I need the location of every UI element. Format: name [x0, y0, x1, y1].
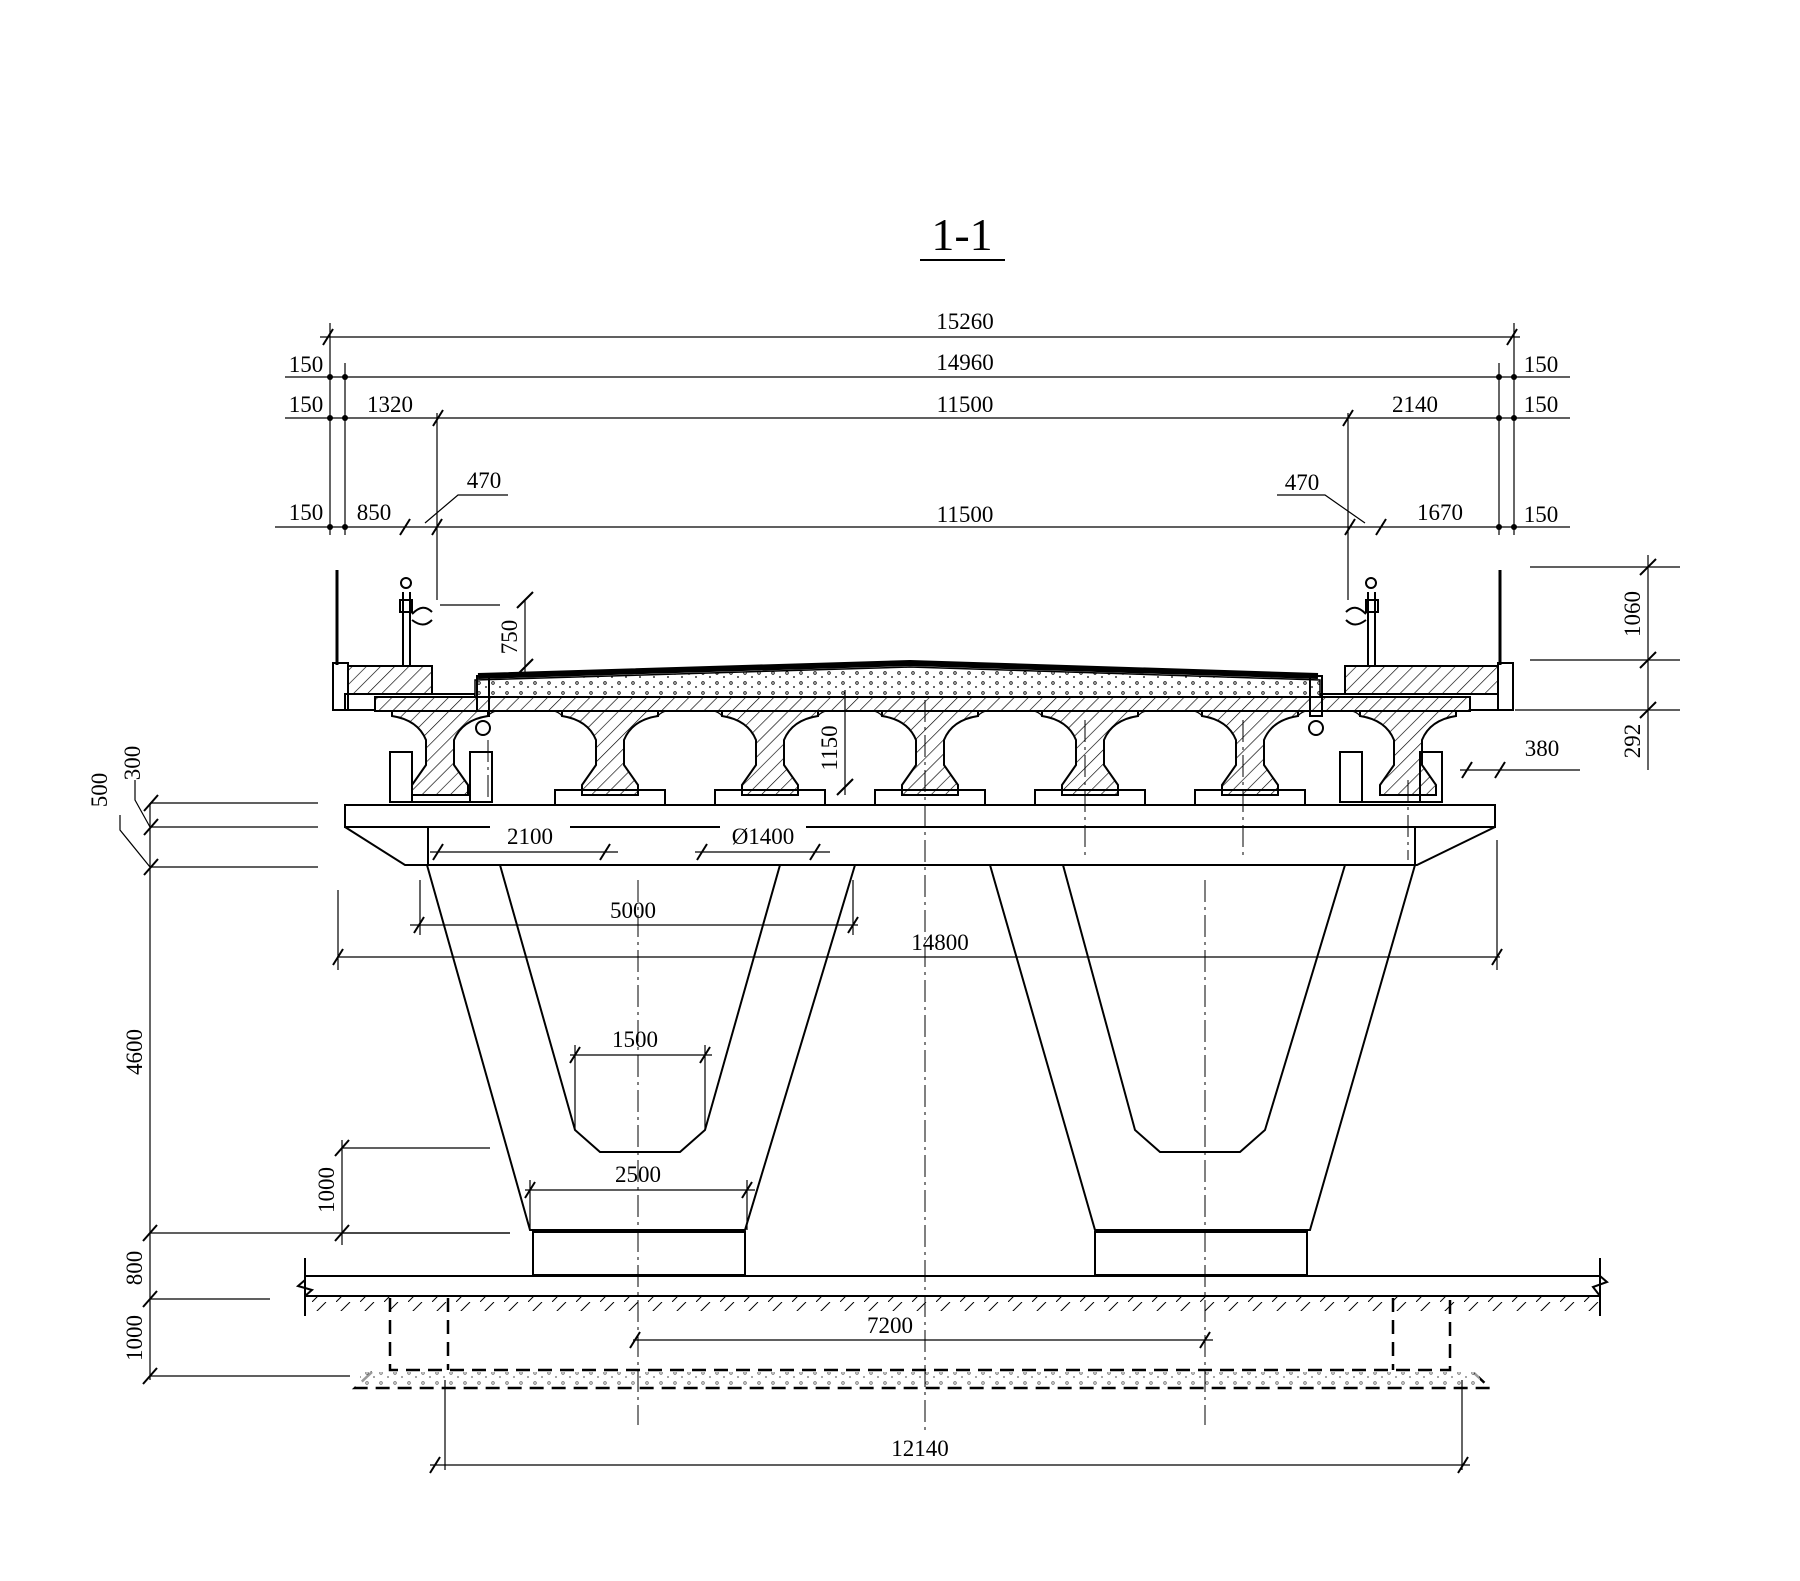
- section-title-text: 1-1: [931, 209, 992, 260]
- dim-1000-footing: 1000: [122, 1315, 147, 1361]
- dim-150-r1: 150: [1524, 352, 1559, 377]
- dim-11500-a: 11500: [937, 392, 994, 417]
- superstructure: 750 1150: [332, 570, 1514, 806]
- cap-beam: [344, 826, 1496, 866]
- girder-4: [881, 710, 979, 796]
- dim-14800: 14800: [911, 930, 969, 955]
- footing-slab: [304, 1275, 1601, 1297]
- left-pier-opening: [499, 864, 781, 1153]
- dim-4600: 4600: [122, 1029, 147, 1075]
- dim-2100: 2100: [507, 824, 553, 849]
- right-edge-block: [1497, 662, 1514, 711]
- dim-15260: 15260: [936, 309, 994, 334]
- dim-850: 850: [357, 500, 392, 525]
- girder-gap-3: [817, 710, 883, 717]
- dim-150-r3: 150: [1524, 502, 1559, 527]
- right-sidewalk-slab: [1344, 665, 1499, 695]
- girder-gap-4: [977, 710, 1043, 717]
- pier-cap: 300 500 2100 Ø1400 5000 14800: [87, 746, 1503, 1380]
- axis-lines: [487, 700, 1409, 1430]
- dim-1500: 1500: [612, 1027, 658, 1052]
- dim-380: 380: [1525, 736, 1560, 761]
- dim-500: 500: [87, 773, 112, 808]
- girder-6: [1201, 710, 1299, 796]
- dim-pile-dia: Ø1400: [732, 824, 795, 849]
- dim-5000: 5000: [610, 898, 656, 923]
- dim-1670: 1670: [1417, 500, 1463, 525]
- dim-150-l3: 150: [289, 500, 324, 525]
- girder-7: [1359, 710, 1457, 796]
- dim-2140: 2140: [1392, 392, 1438, 417]
- deck-slab: [374, 696, 1471, 712]
- girder-2: [561, 710, 659, 796]
- dim-150-r2: 150: [1524, 392, 1559, 417]
- dim-1150: 1150: [817, 725, 842, 770]
- dim-11500-b: 11500: [937, 502, 994, 527]
- dim-150-l1: 150: [289, 352, 324, 377]
- dim-14960: 14960: [936, 350, 994, 375]
- girder-gap-6: [1297, 710, 1361, 717]
- left-pier-base: [532, 1231, 746, 1276]
- dim-300: 300: [120, 746, 145, 781]
- dim-292: 292: [1620, 724, 1645, 759]
- dim-470-right: 470: [1285, 470, 1320, 495]
- girder-5: [1041, 710, 1139, 796]
- girders: [391, 710, 1457, 796]
- dim-1000-base: 1000: [314, 1167, 339, 1213]
- dim-12140: 12140: [891, 1436, 949, 1461]
- section-title: 1-1: [920, 209, 1005, 261]
- wearing-course: [477, 659, 1319, 679]
- right-pier-base: [1094, 1231, 1308, 1276]
- footing-and-ground: 7200 12140: [295, 1258, 1609, 1474]
- dim-1060: 1060: [1620, 591, 1645, 637]
- top-dimensions: 15260 150 14960 150 150 1320 11500 2140 …: [275, 309, 1570, 600]
- dim-800: 800: [122, 1251, 147, 1286]
- deck-concrete-fill: [474, 666, 1321, 698]
- cap-top-plate: [344, 804, 1496, 828]
- dim-750: 750: [497, 620, 522, 655]
- dim-1320: 1320: [367, 392, 413, 417]
- right-pier-opening: [1062, 864, 1346, 1153]
- girder-gap-2: [657, 710, 723, 717]
- girder-1: [391, 710, 489, 796]
- girder-gap-1: [487, 710, 563, 717]
- girder-gap-5: [1137, 710, 1203, 717]
- dim-7200: 7200: [867, 1313, 913, 1338]
- girder-3: [721, 710, 819, 796]
- right-vertical-dimensions: 1060 292 380: [1460, 555, 1680, 779]
- right-pier-outer: [989, 864, 1416, 1231]
- dim-470-left: 470: [467, 468, 502, 493]
- left-sidewalk-slab: [347, 665, 433, 695]
- ground-hatch: [305, 1297, 1600, 1311]
- dim-150-l2: 150: [289, 392, 324, 417]
